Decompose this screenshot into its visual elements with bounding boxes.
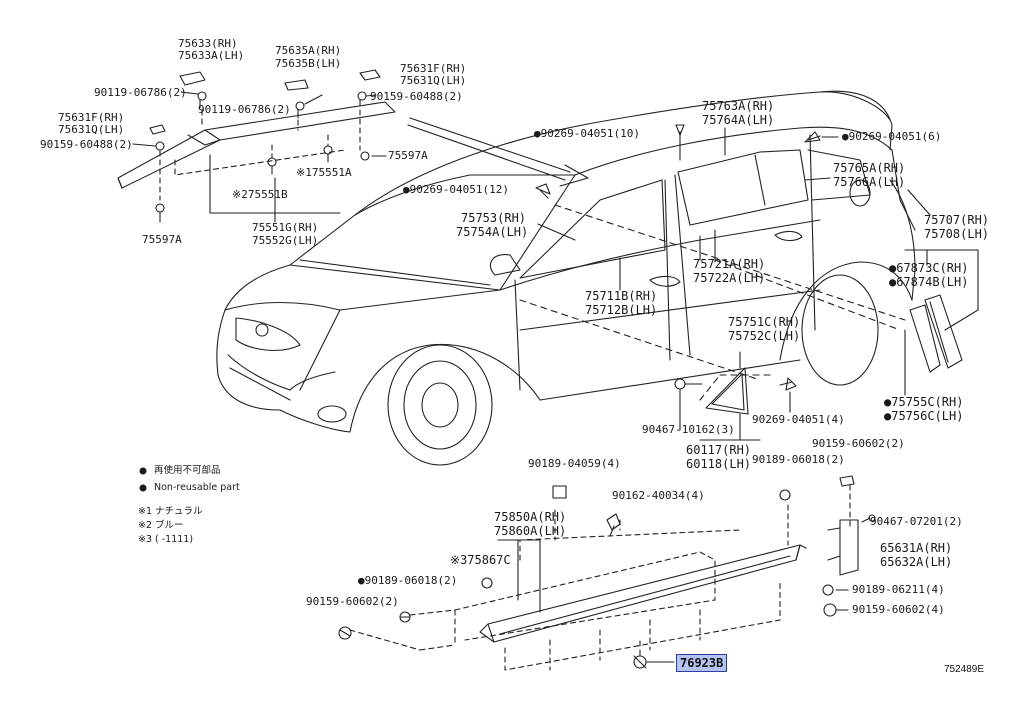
rocker-clips xyxy=(338,475,876,669)
car-body-outline xyxy=(216,90,916,466)
label-90159-top[interactable]: 90159-60488(2) xyxy=(370,90,463,103)
label-90119-a[interactable]: 90119-06786(2) xyxy=(94,86,187,99)
label-75712b[interactable]: 75712B(LH) xyxy=(585,303,658,317)
label-65631a[interactable]: 65631A(RH) xyxy=(880,541,953,555)
label-75765a[interactable]: 75765A(RH) xyxy=(833,161,906,175)
label-75633a[interactable]: 75633A(LH) xyxy=(178,49,245,62)
label-67873c[interactable]: ●67873C(RH) xyxy=(889,261,969,275)
label-75756c[interactable]: ●75756C(LH) xyxy=(884,409,964,423)
legend-jp: 再使用不可部品 xyxy=(154,465,221,476)
label-75766a[interactable]: 75766A(LH) xyxy=(833,175,906,189)
install-arrow xyxy=(407,117,589,187)
label-90467-07201[interactable]: 90467-07201(2) xyxy=(870,515,963,528)
label-75763a[interactable]: 75763A(RH) xyxy=(702,99,775,113)
label-75631f-top[interactable]: 75631F(RH) xyxy=(400,62,467,75)
label-75867c[interactable]: ※375867C xyxy=(450,553,511,567)
guide-lines xyxy=(519,204,906,401)
label-75764a[interactable]: 75764A(LH) xyxy=(702,113,775,127)
triangle-garnish xyxy=(674,351,797,441)
label-75631f-left[interactable]: 75631F(RH) xyxy=(58,111,125,124)
label-90269-4[interactable]: 90269-04051(4) xyxy=(752,413,845,426)
label-75850a[interactable]: 75850A(RH) xyxy=(494,510,567,524)
label-60117[interactable]: 60117(RH) xyxy=(686,443,752,457)
label-75635a[interactable]: 75635A(RH) xyxy=(275,44,342,57)
label-90162[interactable]: 90162-40034(4) xyxy=(612,489,705,502)
legend-en: Non-reusable part xyxy=(154,482,240,493)
label-90189-06211[interactable]: 90189-06211(4) xyxy=(852,583,945,596)
label-90159-60602-r[interactable]: 90159-60602(2) xyxy=(812,437,905,450)
pillar-garnish xyxy=(909,294,963,373)
label-75707[interactable]: 75707(RH) xyxy=(924,213,990,227)
label-75722a[interactable]: 75722A(LH) xyxy=(693,271,766,285)
label-67874b[interactable]: ●67874B(LH) xyxy=(889,275,969,289)
label-75551a[interactable]: ※175551A xyxy=(296,166,352,179)
label-75752c[interactable]: 75752C(LH) xyxy=(728,329,801,343)
label-75711b[interactable]: 75711B(RH) xyxy=(585,289,658,303)
label-60118[interactable]: 60118(LH) xyxy=(686,457,752,471)
diagram-code: 752489E xyxy=(944,664,985,675)
label-90119-b[interactable]: 90119-06786(2) xyxy=(198,103,291,116)
label-75552g[interactable]: 75552G(LH) xyxy=(252,234,319,247)
legend-note-2: ※2 ブルー xyxy=(138,520,184,531)
label-90189-06018-r[interactable]: 90189-06018(2) xyxy=(752,453,845,466)
label-75754a[interactable]: 75754A(LH) xyxy=(456,225,529,239)
label-90189-06018-l[interactable]: ●90189-06018(2) xyxy=(358,574,458,587)
label-75631q-top[interactable]: 75631Q(LH) xyxy=(400,74,467,87)
label-75753[interactable]: 75753(RH) xyxy=(461,211,527,225)
rocker-panel xyxy=(349,484,851,671)
legend-bullets xyxy=(139,467,147,492)
label-90159-60602-l[interactable]: 90159-60602(2) xyxy=(306,595,399,608)
label-90269-6[interactable]: ●90269-04051(6) xyxy=(842,130,942,143)
label-75631q-left[interactable]: 75631Q(LH) xyxy=(58,123,125,136)
label-75755c[interactable]: ●75755C(RH) xyxy=(884,395,964,409)
highlighted-part-76923b[interactable]: 76923B xyxy=(676,654,728,672)
label-75860a[interactable]: 75860A(LH) xyxy=(494,524,567,538)
label-90189-04059[interactable]: 90189-04059(4) xyxy=(528,457,621,470)
label-90467-10162[interactable]: 90467-10162(3) xyxy=(642,423,735,436)
label-75751c[interactable]: 75751C(RH) xyxy=(728,315,801,329)
label-75551g[interactable]: 75551G(RH) xyxy=(252,221,319,234)
label-75597a-left[interactable]: 75597A xyxy=(142,233,182,246)
label-75551b[interactable]: ※275551B xyxy=(232,188,288,201)
label-90159-60602-b[interactable]: 90159-60602(4) xyxy=(852,603,945,616)
label-90269-10[interactable]: ●90269-04051(10) xyxy=(534,127,640,140)
label-65632a[interactable]: 65632A(LH) xyxy=(880,555,953,569)
legend-note-3: ※3 ( -1111) xyxy=(138,534,194,545)
label-90159-left[interactable]: 90159-60488(2) xyxy=(40,138,133,151)
label-75721a[interactable]: 75721A(RH) xyxy=(693,257,766,271)
label-75708[interactable]: 75708(LH) xyxy=(924,227,990,241)
label-75597a-right[interactable]: 75597A xyxy=(388,149,428,162)
legend-note-1: ※1 ナチュラル xyxy=(138,506,203,517)
label-75633[interactable]: 75633(RH) xyxy=(178,37,238,50)
label-90269-12[interactable]: ●90269-04051(12) xyxy=(403,183,509,196)
label-75635b[interactable]: 75635B(LH) xyxy=(275,57,342,70)
roof-rail-assembly xyxy=(117,69,396,223)
